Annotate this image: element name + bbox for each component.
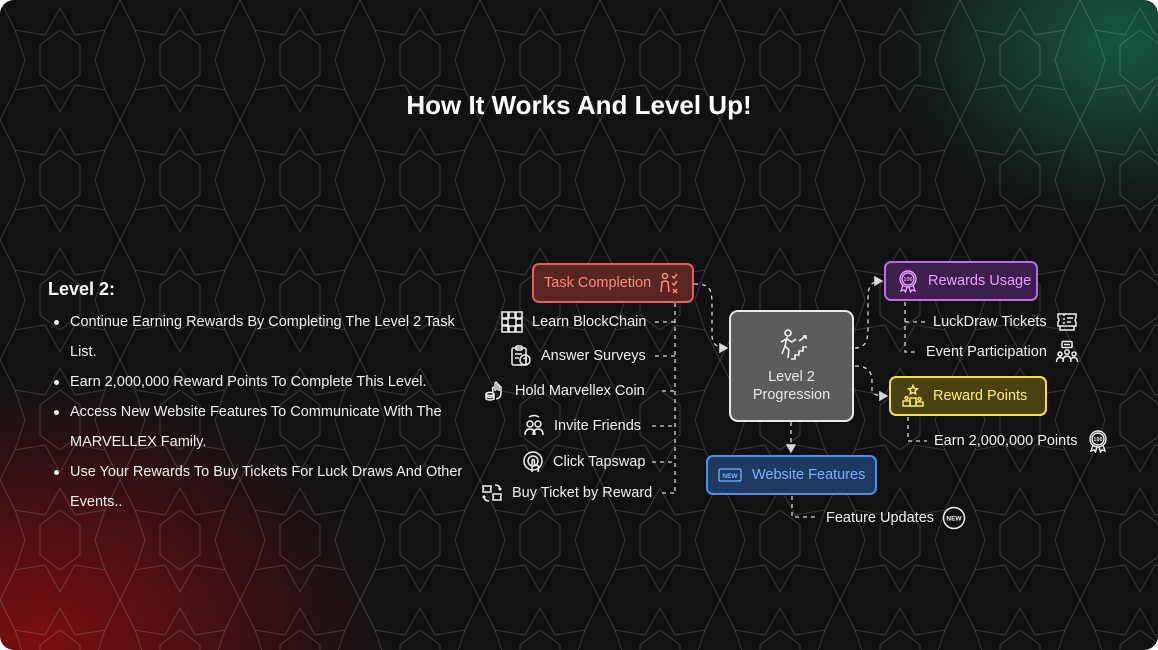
task-completion-node: Task Completion [532, 263, 694, 303]
center-label-line2: Progression [752, 387, 831, 403]
new-tag-icon: NEW [718, 463, 742, 487]
task-checklist-icon [658, 271, 682, 295]
badge-100-icon: 100 [1086, 429, 1110, 454]
svg-text:100: 100 [903, 277, 912, 283]
task-item-label: Buy Ticket by Reward [512, 485, 653, 501]
event-people-icon [1055, 340, 1079, 364]
task-item-label: Learn BlockChain [532, 314, 647, 330]
center-to-rewards-usage-connector [854, 275, 884, 349]
website-features-node: NEW Website Features [706, 455, 877, 495]
reward-points-node: Reward Points [889, 376, 1047, 416]
svg-text:NEW: NEW [722, 473, 738, 480]
level-bullet-list: Continue Earning Rewards By Completing T… [48, 307, 468, 517]
website-item-label: Feature Updates [826, 510, 935, 526]
task-item-invite-friends: Invite Friends [522, 414, 641, 438]
website-features-label: Website Features [752, 467, 866, 483]
tap-icon [521, 450, 545, 474]
usage-item-label: LuckDraw Tickets [933, 314, 1047, 330]
rewards-usage-label: Rewards Usage [928, 273, 1032, 289]
blockchain-icon [500, 310, 524, 334]
task-item-label: Invite Friends [554, 418, 642, 434]
new-badge-icon: NEW [942, 506, 966, 530]
svg-text:NEW: NEW [946, 516, 962, 523]
task-completion-label: Task Completion [544, 275, 652, 291]
task-item-label: Hold Marvellex Coin [515, 383, 645, 399]
task-item-learn-blockchain: Learn BlockChain [500, 310, 646, 334]
page-title: How It Works And Level Up! [406, 90, 752, 120]
task-item-answer-surveys: Answer Surveys [509, 344, 646, 368]
tickets-icon [1055, 310, 1079, 334]
stairs-climb-icon [775, 328, 809, 362]
level-heading: Level 2: [48, 279, 116, 299]
ticket-exchange-icon [480, 481, 504, 505]
task-to-center-connector [693, 283, 729, 354]
bullet-item: Access New Website Features To Communica… [48, 397, 468, 457]
podium-star-icon [901, 383, 925, 408]
usage-item-label: Event Participation [926, 344, 1047, 360]
friends-icon [522, 414, 546, 438]
svg-text:100: 100 [1093, 437, 1102, 443]
task-item-label: Click Tapswap [553, 454, 646, 470]
level-progression-node: Level 2 Progression [729, 310, 854, 422]
points-item-earn: Earn 2,000,000 Points 100 [934, 429, 1110, 454]
usage-item-luckdraw-tickets: LuckDraw Tickets [933, 310, 1079, 334]
center-to-reward-points-connector [854, 365, 889, 402]
points-item-label: Earn 2,000,000 Points [934, 433, 1078, 449]
task-item-label: Answer Surveys [541, 348, 646, 364]
website-item-feature-updates: Feature Updates NEW [826, 506, 966, 530]
usage-item-event-participation: Event Participation [926, 340, 1079, 364]
survey-icon [509, 344, 533, 368]
rewards-usage-node: 100 Rewards Usage [884, 261, 1038, 301]
bullet-item: Continue Earning Rewards By Completing T… [48, 307, 468, 367]
task-item-hold-coin: Hold Marvellex Coin [483, 379, 645, 403]
task-item-buy-ticket: Buy Ticket by Reward [480, 481, 652, 505]
bullet-item: Use Your Rewards To Buy Tickets For Luck… [48, 457, 468, 517]
hand-coins-icon [483, 379, 507, 403]
bullet-item: Earn 2,000,000 Reward Points To Complete… [48, 367, 468, 397]
badge-100-icon: 100 [896, 269, 920, 294]
reward-points-label: Reward Points [933, 388, 1028, 404]
center-label-line1: Level 2 [768, 369, 815, 385]
task-item-click-tapswap: Click Tapswap [521, 450, 645, 474]
